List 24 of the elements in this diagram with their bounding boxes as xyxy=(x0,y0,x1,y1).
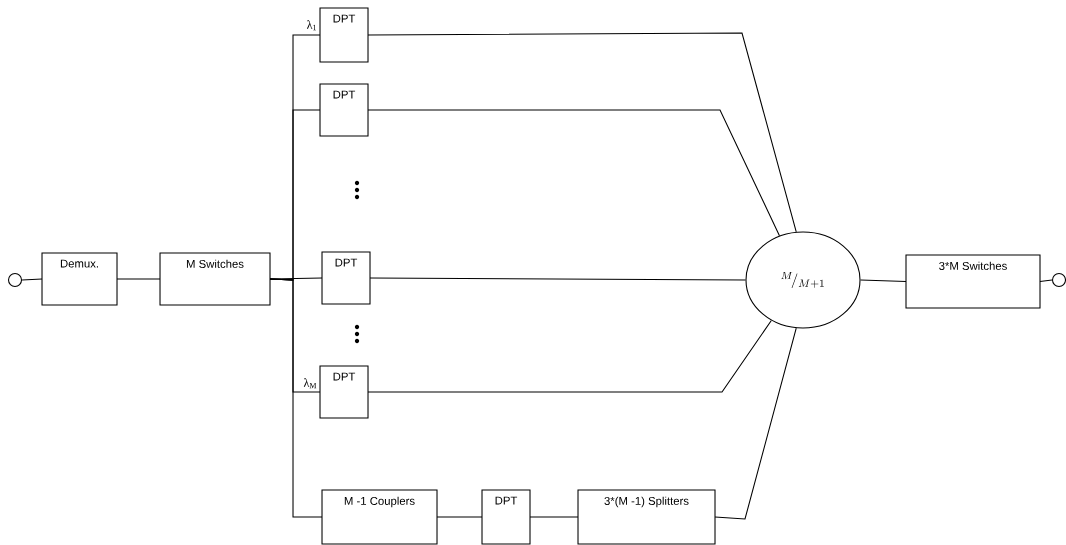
connector-line xyxy=(367,319,772,393)
process-box: M -1 Couplers xyxy=(321,489,438,545)
connector-line xyxy=(116,278,161,280)
connector-line xyxy=(1039,279,1053,283)
process-box: DPT xyxy=(319,7,369,63)
connector-line xyxy=(860,279,907,283)
process-box: M Switches xyxy=(159,252,271,306)
wavelength-label: λ$_{1}$ xyxy=(306,20,316,31)
process-box: DPT xyxy=(319,365,369,419)
connector-line xyxy=(367,109,780,237)
process-box: Demux. xyxy=(41,252,118,306)
connector-line xyxy=(436,516,483,518)
connector-line xyxy=(367,32,797,233)
connector-line xyxy=(529,516,579,518)
process-box: 3*M Switches xyxy=(905,254,1041,309)
wavelength-label: λ$_{M}$ xyxy=(303,378,317,389)
process-box: DPT xyxy=(481,489,531,545)
connector-line xyxy=(269,278,323,518)
connector-line xyxy=(714,327,797,520)
connector-line xyxy=(21,278,43,281)
process-box: DPT xyxy=(319,83,369,137)
process-box: DPT xyxy=(321,251,371,305)
connector-line xyxy=(369,277,746,281)
process-box: 3*(M -1) Splitters xyxy=(577,489,716,545)
